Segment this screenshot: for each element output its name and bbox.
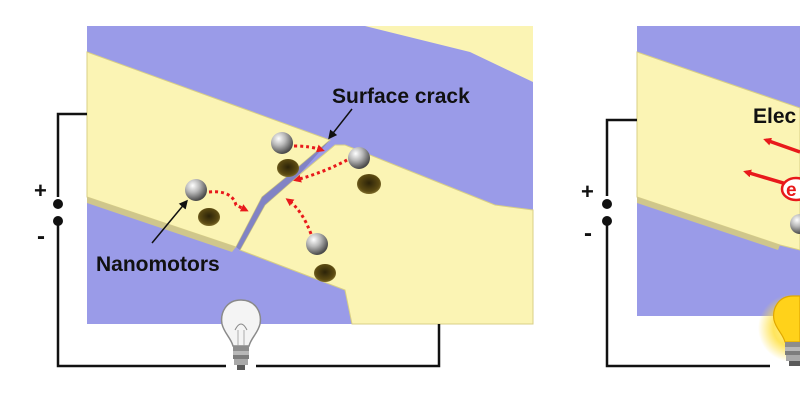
nanomotor-sphere-4 xyxy=(306,233,328,255)
nanomotor-sphere-2 xyxy=(271,132,293,154)
migration-arrows xyxy=(208,144,348,235)
left-circuit-wire-bottom xyxy=(56,224,226,368)
right-panel: e Elec + - xyxy=(581,26,800,368)
right-minus-sign: - xyxy=(584,220,592,247)
right-circuit-wire-bottom xyxy=(605,222,770,368)
surface-crack-pointer xyxy=(328,108,353,140)
left-upper-strip xyxy=(365,26,533,82)
hole-3 xyxy=(357,174,381,194)
left-minus-sign: - xyxy=(37,223,45,250)
left-panel: Surface crack Nanomotors + - xyxy=(34,26,534,370)
surface-crack-label: Surface crack xyxy=(332,85,470,108)
right-circuit-wire-top xyxy=(605,118,637,196)
right-conductor xyxy=(636,51,800,251)
migration-arrow-1 xyxy=(208,190,249,212)
right-plus-sign: + xyxy=(581,179,594,204)
left-circuit-wire-right xyxy=(256,324,441,368)
migration-arrow-3 xyxy=(293,158,348,183)
electron-badge xyxy=(780,176,800,202)
nanomotors-pointer xyxy=(151,199,188,244)
crack-shadow xyxy=(236,140,330,250)
right-nanomotor-sphere xyxy=(790,214,800,234)
hole-2 xyxy=(277,159,299,177)
left-plus-sign: + xyxy=(34,178,47,203)
nanomotor-sphere-1 xyxy=(185,179,207,201)
migration-arrow-4 xyxy=(285,198,313,235)
right-terminal-negative xyxy=(602,216,612,226)
electrons-label-partial: Elec xyxy=(753,105,797,128)
electron-arrow-1 xyxy=(763,137,800,154)
light-bulb-on-icon xyxy=(758,294,800,366)
nanomotors-label: Nanomotors xyxy=(96,253,220,276)
hole-1 xyxy=(198,208,220,226)
right-terminal-positive xyxy=(602,199,612,209)
hole-4 xyxy=(314,264,336,282)
right-conductor-edge xyxy=(637,197,780,250)
light-bulb-off-icon xyxy=(220,299,262,370)
left-terminal-positive xyxy=(53,199,63,209)
left-circuit-wire xyxy=(56,112,87,197)
left-terminal-negative xyxy=(53,216,63,226)
electron-symbol: e xyxy=(786,180,797,201)
migration-arrow-2 xyxy=(293,144,325,153)
left-fragment-edge xyxy=(87,197,236,252)
nanomotor-sphere-3 xyxy=(348,147,370,169)
